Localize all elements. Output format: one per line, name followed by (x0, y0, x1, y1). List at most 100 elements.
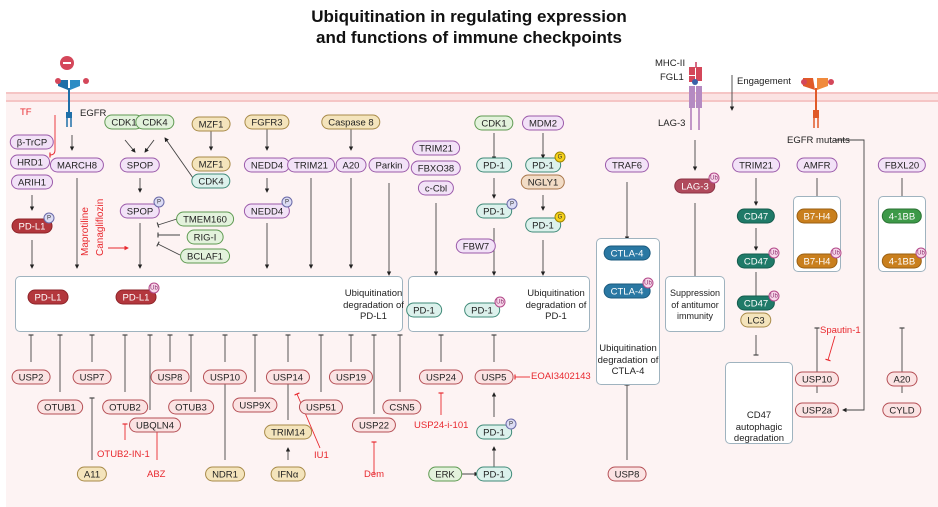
cd47-ub-node[interactable]: CD47 (736, 253, 776, 269)
pd1-phospho-node[interactable]: PD-1 (476, 203, 512, 219)
usp9x-node[interactable]: USP9X (232, 397, 278, 413)
ctla4-node[interactable]: CTLA-4 (603, 245, 651, 261)
mzf1-top-node[interactable]: MZF1 (191, 116, 231, 132)
usp8-ctla4-node[interactable]: USP8 (607, 466, 647, 482)
trim14-node[interactable]: TRIM14 (264, 424, 312, 440)
usp22-node[interactable]: USP22 (351, 417, 397, 433)
pdl1-box-text: Ubiquitination degradation of PD-L1 (336, 288, 411, 323)
parkin-node[interactable]: Parkin (368, 157, 410, 173)
usp14-node[interactable]: USP14 (265, 369, 311, 385)
ndr1-node[interactable]: NDR1 (205, 466, 245, 482)
otub3-node[interactable]: OTUB3 (168, 399, 214, 415)
cdk4-node[interactable]: CDK4 (135, 114, 175, 130)
ubiquitin-badge: Ub (494, 296, 506, 308)
otub2-node[interactable]: OTUB2 (102, 399, 148, 415)
4-1bb-node[interactable]: 4-1BB (881, 208, 923, 224)
csn5-node[interactable]: CSN5 (382, 399, 422, 415)
arih1-node[interactable]: ARIH1 (11, 174, 53, 190)
lc3-node[interactable]: LC3 (740, 312, 772, 328)
pdl1-phospho-node[interactable]: PD-L1 (11, 218, 53, 234)
spop-node[interactable]: SPOP (119, 157, 161, 173)
traf6-node[interactable]: TRAF6 (604, 157, 650, 173)
usp10-node[interactable]: USP10 (202, 369, 248, 385)
egfr-label: EGFR (80, 108, 107, 119)
ubiquitin-badge: Ub (642, 277, 654, 289)
4-1bb-ub-node[interactable]: 4-1BB (881, 253, 923, 269)
hrd1-node[interactable]: HRD1 (10, 154, 50, 170)
ctla4-box-line1: Ubiquitination (599, 343, 657, 354)
pdl1-ub-box-node[interactable]: PD-L1 (115, 289, 157, 305)
b7h4-ub-node[interactable]: B7-H4 (796, 253, 838, 269)
c-cbl-node[interactable]: c-Cbl (417, 180, 455, 196)
nedd4-node[interactable]: NEDD4 (243, 157, 291, 173)
abz-label: ABZ (147, 469, 166, 480)
fbxo38-node[interactable]: FBXO38 (410, 160, 462, 176)
cell-membrane (6, 92, 938, 102)
fbxl20-node[interactable]: FBXL20 (877, 157, 927, 173)
a20-node[interactable]: A20 (335, 157, 367, 173)
trim21-pd1-node[interactable]: TRIM21 (412, 140, 460, 156)
phospho-badge: P (153, 196, 165, 208)
fgl1-label: FGL1 (660, 72, 684, 83)
usp2-node[interactable]: USP2 (11, 369, 51, 385)
nedd4-phospho-node[interactable]: NEDD4 (243, 203, 291, 219)
usp24-node[interactable]: USP24 (418, 369, 464, 385)
cdk1-pd1-node[interactable]: CDK1 (474, 115, 514, 131)
pd1-box-line3: PD-1 (545, 311, 567, 322)
pd1-ub-box-node[interactable]: PD-1 (464, 302, 500, 318)
ctla4-ub-node[interactable]: CTLA-4 (603, 283, 651, 299)
mzf1-node[interactable]: MZF1 (191, 156, 231, 172)
usp5-node[interactable]: USP5 (474, 369, 514, 385)
pd1-box-node[interactable]: PD-1 (406, 302, 442, 318)
cd47-autophagy-box (725, 362, 793, 444)
trim21-node[interactable]: TRIM21 (287, 157, 335, 173)
erk-node[interactable]: ERK (428, 466, 462, 482)
pd1-deglyco-node[interactable]: PD-1 (525, 217, 561, 233)
ctla4-box-text: Ubiquitination degradation of CTLA-4 (596, 343, 660, 378)
mdm2-node[interactable]: MDM2 (522, 115, 564, 131)
trim21-cd47-node[interactable]: TRIM21 (732, 157, 780, 173)
ubqln4-node[interactable]: UBQLN4 (128, 417, 182, 433)
tmem160-node[interactable]: TMEM160 (176, 211, 234, 227)
usp7-node[interactable]: USP7 (72, 369, 112, 385)
deglycosylation-badge: G (554, 211, 566, 223)
ifna-node[interactable]: IFNα (270, 466, 306, 482)
engagement-label: Engagement (737, 76, 791, 87)
lag3-receptor-icon (689, 62, 702, 130)
amfr-node[interactable]: AMFR (796, 157, 838, 173)
cdk4-complex-node[interactable]: CDK4 (191, 173, 231, 189)
cd47-box-text: CD47 autophagic degradation (725, 410, 793, 445)
ngly1-node[interactable]: NGLY1 (520, 174, 566, 190)
spautin-1-label: Spautin-1 (820, 325, 861, 336)
ctla4-box-line3: CTLA-4 (611, 366, 645, 377)
usp51-node[interactable]: USP51 (298, 399, 344, 415)
usp19-node[interactable]: USP19 (328, 369, 374, 385)
usp10-b7h4-node[interactable]: USP10 (794, 371, 840, 387)
a20-4-1bb-node[interactable]: A20 (886, 371, 918, 387)
pd1-glyco-node[interactable]: PD-1 (525, 157, 561, 173)
ctla4-degradation-box (596, 238, 660, 385)
a11-node[interactable]: A11 (76, 466, 108, 482)
pd1-erk-phospho-node[interactable]: PD-1 (476, 424, 512, 440)
usp2a-node[interactable]: USP2a (794, 402, 840, 418)
cd47-node[interactable]: CD47 (736, 208, 776, 224)
rig-i-node[interactable]: RIG-I (186, 229, 224, 245)
otub1-node[interactable]: OTUB1 (37, 399, 83, 415)
pd1-erk-node[interactable]: PD-1 (476, 466, 512, 482)
b7h4-node[interactable]: B7-H4 (796, 208, 838, 224)
fgfr3-node[interactable]: FGFR3 (244, 114, 290, 130)
pd1-node[interactable]: PD-1 (476, 157, 512, 173)
usp8-node[interactable]: USP8 (150, 369, 190, 385)
eoai3402143-label: EOAI3402143 (531, 371, 591, 382)
caspase8-node[interactable]: Caspase 8 (321, 114, 381, 130)
cyld-node[interactable]: CYLD (882, 402, 922, 418)
spop-phospho-node[interactable]: SPOP (119, 203, 161, 219)
fbw7-node[interactable]: FBW7 (455, 238, 497, 254)
lag3-ub-node[interactable]: LAG-3 (674, 178, 716, 194)
btrcp-node[interactable]: β-TrCP (9, 134, 55, 150)
march8-node[interactable]: MARCH8 (49, 157, 105, 173)
cd47-ub-lc3-node[interactable]: CD47 (736, 295, 776, 311)
pdl1-box-node[interactable]: PD-L1 (27, 289, 69, 305)
bclaf1-node[interactable]: BCLAF1 (180, 248, 230, 264)
pd1-box-line2: degradation of (525, 299, 587, 311)
